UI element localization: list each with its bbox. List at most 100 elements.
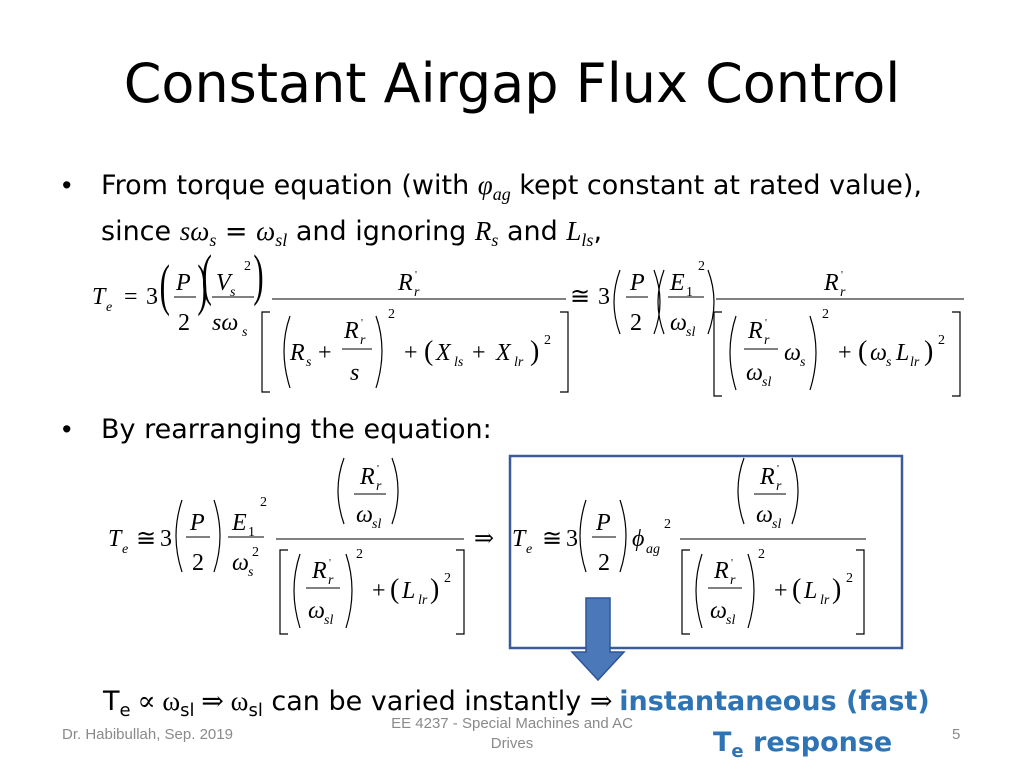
svg-text:r: r <box>776 479 782 494</box>
svg-text:R: R <box>759 464 775 490</box>
svg-text:2: 2 <box>356 547 363 562</box>
svg-text:r: r <box>414 285 420 300</box>
bullet-2-text: By rearranging the equation: <box>101 414 492 445</box>
svg-text:ω: ω <box>756 502 773 528</box>
implies-symbol-2: ⇒ <box>589 686 620 716</box>
L-symbol: L <box>566 216 582 246</box>
svg-text:': ' <box>841 269 843 281</box>
svg-text:): ) <box>253 243 263 307</box>
svg-text:2: 2 <box>822 307 829 322</box>
svg-text:+: + <box>404 340 418 366</box>
torque-equation-3: T e ≅ 3 P 2 ϕ ag 2 R r ' ω sl R r <box>512 457 866 635</box>
svg-text:r: r <box>328 573 334 588</box>
svg-text:+: + <box>838 340 852 366</box>
svg-text:2: 2 <box>260 495 267 510</box>
equals-sign: = <box>216 216 257 247</box>
Te-symbol: T <box>103 686 120 717</box>
svg-text:lr: lr <box>418 593 428 608</box>
svg-text:': ' <box>329 557 331 569</box>
svg-text:(: ( <box>160 253 170 317</box>
svg-text:2: 2 <box>598 550 610 576</box>
sub-ls: ls <box>581 230 594 250</box>
down-arrow-icon <box>570 597 626 682</box>
svg-text:sl: sl <box>726 613 735 628</box>
svg-text:': ' <box>765 317 767 329</box>
text-and-ignoring: and ignoring <box>287 216 475 247</box>
svg-text:ω: ω <box>670 310 687 336</box>
svg-text:T: T <box>512 526 527 552</box>
svg-text:ls: ls <box>454 355 464 370</box>
svg-text:L: L <box>401 578 415 604</box>
svg-text:R: R <box>289 340 305 366</box>
svg-text:ω: ω <box>356 502 373 528</box>
svg-text:V: V <box>216 270 233 296</box>
svg-text:(: ( <box>390 574 399 605</box>
svg-text:e: e <box>106 300 112 315</box>
svg-text:2: 2 <box>698 259 705 274</box>
svg-text:R: R <box>747 318 763 344</box>
svg-text:': ' <box>777 463 779 475</box>
svg-text:': ' <box>361 317 363 329</box>
instantaneous-fast-text: instantaneous (fast) <box>619 686 930 717</box>
svg-text:P: P <box>175 270 191 296</box>
svg-text:sω: sω <box>212 310 238 336</box>
svg-text:): ) <box>530 336 539 367</box>
svg-text:E: E <box>231 510 247 536</box>
text-since: since <box>101 216 180 247</box>
footer-course-line-2: Drives <box>490 735 534 752</box>
footer-author: Dr. Habibullah, Sep. 2019 <box>62 726 233 743</box>
svg-text:r: r <box>376 479 382 494</box>
svg-text:r: r <box>730 573 736 588</box>
svg-text:s: s <box>350 360 359 386</box>
svg-text:s: s <box>230 285 236 300</box>
implies-symbol: ⇒ <box>194 686 231 716</box>
svg-text:2: 2 <box>758 547 765 562</box>
omega-symbol-2: ω <box>256 216 276 246</box>
svg-text:': ' <box>731 557 733 569</box>
text-and: and <box>498 216 567 247</box>
bullet-1-line-1: From torque equation (with φag kept cons… <box>101 170 922 205</box>
svg-text:3: 3 <box>146 284 158 310</box>
svg-text:r: r <box>360 333 366 348</box>
svg-text:3: 3 <box>598 284 610 310</box>
svg-text:sl: sl <box>762 375 771 390</box>
svg-text:r: r <box>764 333 770 348</box>
svg-text:s: s <box>800 355 806 370</box>
svg-text:ω: ω <box>870 340 887 366</box>
svg-text:s: s <box>306 355 312 370</box>
bullet-dot-2: • <box>62 414 72 444</box>
omega-symbol-4: ω <box>230 686 249 716</box>
svg-text:+: + <box>472 340 486 366</box>
svg-text:s: s <box>242 325 248 340</box>
svg-text:e: e <box>122 542 128 557</box>
svg-text:⇒: ⇒ <box>474 526 494 552</box>
svg-text:1: 1 <box>248 525 255 540</box>
svg-text:2: 2 <box>178 310 190 336</box>
svg-text:E: E <box>669 270 685 296</box>
svg-text:≅: ≅ <box>570 284 590 310</box>
svg-text:2: 2 <box>630 310 642 336</box>
omega-symbol: ω <box>190 216 210 246</box>
svg-text:+: + <box>372 578 386 604</box>
svg-text:lr: lr <box>910 355 920 370</box>
slide-title: Constant Airgap Flux Control <box>123 52 901 115</box>
svg-text:2: 2 <box>244 259 251 274</box>
svg-text:sl: sl <box>324 613 333 628</box>
response-text: response <box>743 727 893 758</box>
svg-text:R: R <box>823 270 839 296</box>
bullet-1-line-2: since sωs = ωsl and ignoring Rs and Lls, <box>101 216 602 251</box>
svg-text:ω: ω <box>784 340 801 366</box>
conclusion-line: Te ∝ ωsl ⇒ ωsl can be varied instantly ⇒… <box>103 686 930 721</box>
svg-text:e: e <box>526 542 532 557</box>
footer-course-line-1: EE 4237 - Special Machines and AC <box>391 715 633 732</box>
ag-subscript: ag <box>492 184 511 204</box>
phi-symbol: φ <box>477 170 493 200</box>
svg-text:ω: ω <box>746 360 763 386</box>
svg-text:≅: ≅ <box>136 526 156 552</box>
svg-text:+: + <box>318 340 332 366</box>
svg-text:): ) <box>924 336 933 367</box>
svg-text:3: 3 <box>160 526 172 552</box>
svg-text:+: + <box>774 578 788 604</box>
svg-text:): ) <box>430 574 439 605</box>
